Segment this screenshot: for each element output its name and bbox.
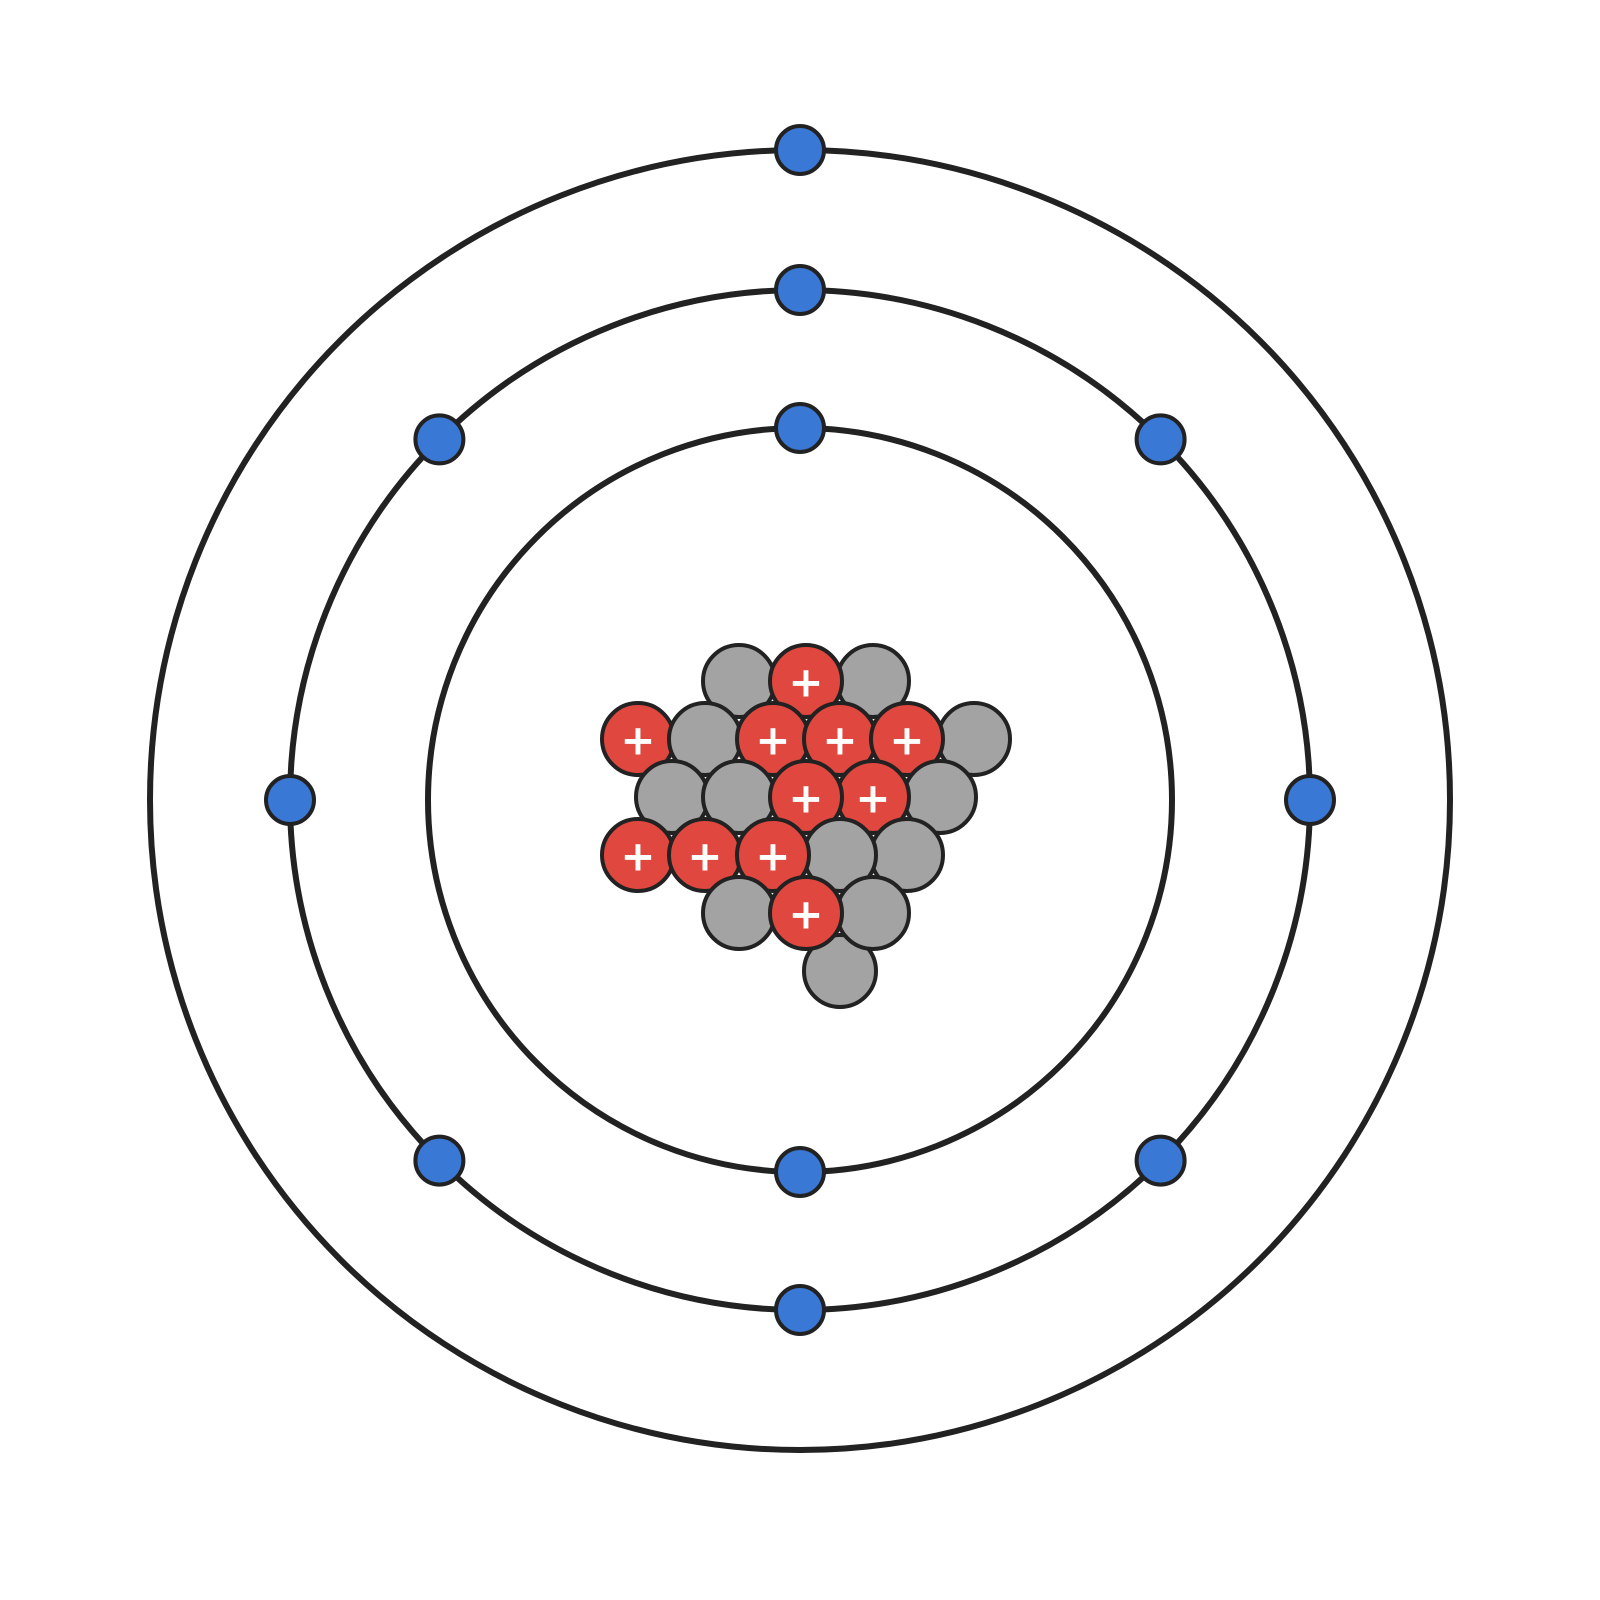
proton-circle xyxy=(869,701,945,777)
electron xyxy=(774,264,826,316)
proton-circle xyxy=(768,875,844,951)
plus-sign-icon: + xyxy=(687,832,722,881)
proton: + xyxy=(768,643,844,719)
plus-sign-icon: + xyxy=(755,716,790,765)
plus-sign-icon: + xyxy=(755,832,790,881)
electron xyxy=(774,1146,826,1198)
proton: + xyxy=(600,817,676,893)
proton: + xyxy=(768,759,844,835)
electron xyxy=(1284,774,1336,826)
proton: + xyxy=(802,701,878,777)
proton: + xyxy=(667,817,743,893)
plus-sign-icon: + xyxy=(788,774,823,823)
proton: + xyxy=(768,875,844,951)
electron xyxy=(1134,413,1187,466)
electron xyxy=(774,124,826,176)
proton-circle xyxy=(735,817,811,893)
neutron-circle xyxy=(802,933,878,1009)
proton-circle xyxy=(768,643,844,719)
plus-sign-icon: + xyxy=(822,716,857,765)
plus-sign-icon: + xyxy=(620,832,655,881)
electrons xyxy=(264,124,1336,1336)
proton-circle xyxy=(768,759,844,835)
neutron xyxy=(802,933,878,1009)
plus-sign-icon: + xyxy=(788,890,823,939)
plus-sign-icon: + xyxy=(889,716,924,765)
nucleus: + + + + + + + + + + + xyxy=(600,643,1012,1009)
proton: + xyxy=(835,759,911,835)
neutron xyxy=(701,875,777,951)
neutron-circle xyxy=(701,875,777,951)
plus-sign-icon: + xyxy=(788,658,823,707)
electron xyxy=(413,1134,466,1187)
plus-sign-icon: + xyxy=(855,774,890,823)
proton: + xyxy=(869,701,945,777)
proton: + xyxy=(735,817,811,893)
electron xyxy=(774,1284,826,1336)
electron xyxy=(413,413,466,466)
electron xyxy=(264,774,316,826)
plus-sign-icon: + xyxy=(620,716,655,765)
neutron-circle xyxy=(835,875,911,951)
neutron xyxy=(835,875,911,951)
electron xyxy=(774,402,826,454)
electron xyxy=(1134,1134,1187,1187)
